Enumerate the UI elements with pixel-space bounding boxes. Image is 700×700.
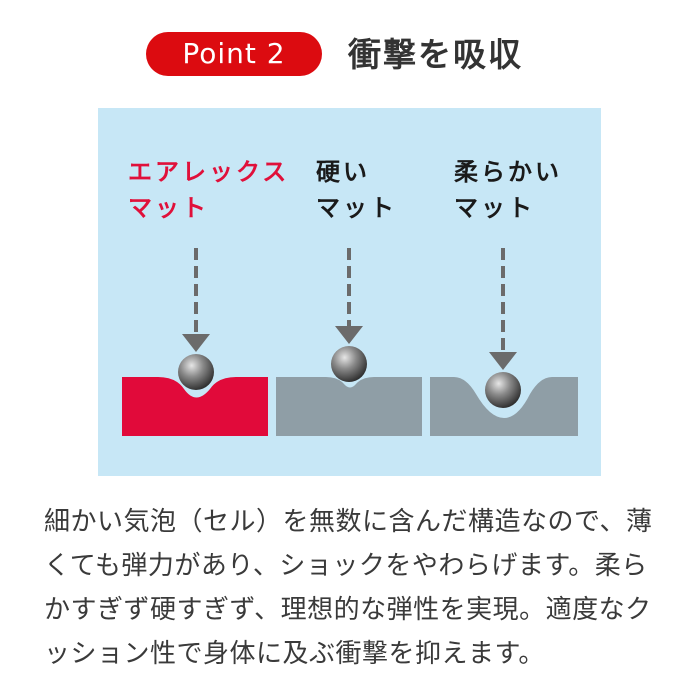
hard-mat: [276, 377, 422, 436]
impact-diagram: [122, 248, 578, 436]
label-soft-mat: 柔らかい マット: [454, 158, 562, 222]
arrow-airex: [182, 248, 210, 352]
header: Point 2 衝撃を吸収: [0, 30, 700, 80]
soft-mat: [430, 377, 578, 436]
ball-hard: [331, 346, 367, 382]
airex-mat: [122, 377, 268, 436]
comparison-diagram-panel: エアレックス マット 硬い マット 柔らかい マット: [98, 108, 601, 476]
label-airex-mat: エアレックス マット: [128, 158, 290, 222]
ball-airex: [178, 354, 214, 390]
arrow-hard: [335, 248, 363, 344]
label-hard-mat: 硬い マット: [316, 158, 397, 222]
description-text: 細かい気泡（セル）を無数に含んだ構造なので、薄くても弾力があり、ショックをやわら…: [44, 507, 653, 669]
ball-soft: [485, 372, 521, 408]
section-title: 衝撃を吸収: [348, 35, 523, 74]
arrow-soft: [489, 248, 517, 370]
point-badge: Point 2: [146, 32, 322, 76]
